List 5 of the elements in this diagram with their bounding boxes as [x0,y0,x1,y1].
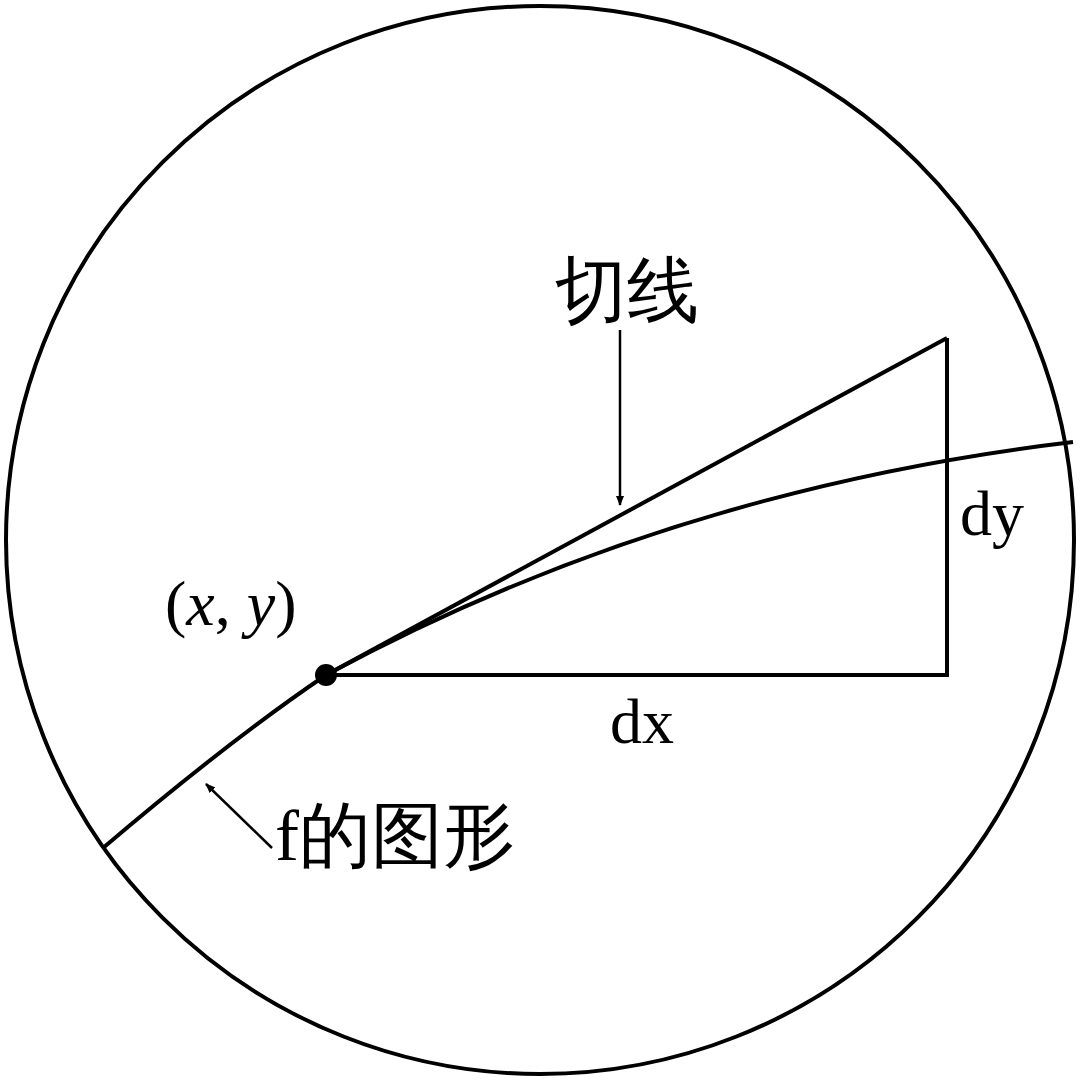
leader-arrow [616,330,624,506]
tangent-label: 切线 [555,255,699,327]
dx-label: dx [610,690,674,754]
leader-arrow [205,783,273,849]
graph-label: f的图形 [275,800,515,872]
